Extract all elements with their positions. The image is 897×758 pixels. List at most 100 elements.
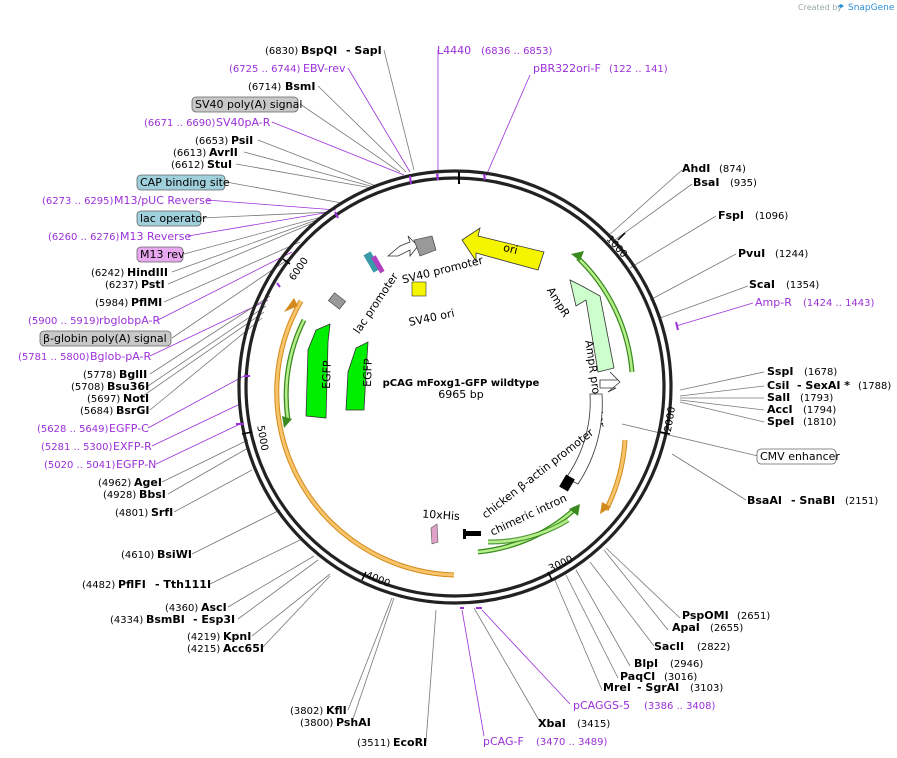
site-bsu36i[interactable]: (5708) Bsu36I (71, 380, 149, 393)
svg-text:(6273 .. 6295): (6273 .. 6295) (42, 196, 114, 207)
svg-text:BbsI: BbsI (139, 488, 166, 501)
site-noti[interactable]: (5697) NotI (87, 392, 149, 405)
site-sali[interactable]: SalI (1793) (767, 391, 833, 404)
primer-pbr322ori-f[interactable]: pBR322ori-F (122 .. 141) (533, 62, 668, 75)
label-connector-lines (139, 49, 765, 743)
svg-text:(3415): (3415) (577, 719, 610, 730)
primer-ebv-rev[interactable]: (6725 .. 6744) EBV-rev (229, 62, 346, 75)
feature-m13-rev[interactable]: M13 rev (136, 246, 185, 263)
site-sacii[interactable]: SacII (2822) (654, 640, 730, 653)
svg-text:(1096): (1096) (755, 211, 788, 222)
site-bsaai[interactable]: BsaAI - SnaBI (2151) (747, 494, 878, 507)
site-bsrgi[interactable]: (5684) BsrGI (80, 404, 149, 417)
svg-text:(4801): (4801) (115, 508, 148, 519)
site-kfli[interactable]: (3802) KflI (290, 704, 347, 717)
site-pshai[interactable]: (3800) PshAI (300, 716, 371, 729)
svg-text:- Tth111I: - Tth111I (155, 578, 211, 591)
site-blpi[interactable]: BlpI (2946) (634, 657, 703, 670)
svg-text:(2822): (2822) (697, 642, 730, 653)
feature-cap-binding-site[interactable]: CAP binding site (136, 174, 230, 191)
site-acci[interactable]: AccI (1794) (767, 403, 836, 416)
egfp-label-2: EGFP (361, 358, 375, 387)
svg-text:XbaI: XbaI (538, 717, 566, 730)
site-pvui[interactable]: PvuI (1244) (738, 247, 808, 260)
svg-text:(5900 .. 5919): (5900 .. 5919) (28, 316, 100, 327)
site-bsmbi[interactable]: (4334) BsmBI - Esp3I (110, 613, 235, 626)
svg-text:pCAGGS-5: pCAGGS-5 (573, 699, 630, 712)
site-sspi[interactable]: SspI (1678) (767, 365, 837, 378)
svg-text:- SnaBI: - SnaBI (791, 494, 835, 507)
svg-text:4000: 4000 (364, 570, 392, 590)
primer-sv40pa-r[interactable]: (6671 .. 6690) SV40pA-R (144, 116, 271, 129)
feature-sv40-polya[interactable]: SV40 poly(A) signal (191, 96, 302, 113)
svg-text:3000: 3000 (547, 554, 575, 575)
site-bbsi[interactable]: (4928) BbsI (103, 488, 166, 501)
site-avrii[interactable]: (6613) AvrII (173, 146, 238, 159)
svg-text:(4610): (4610) (121, 550, 154, 561)
site-bglii[interactable]: (5778) BglII (83, 368, 147, 381)
svg-text:(122 .. 141): (122 .. 141) (609, 64, 668, 75)
site-psii[interactable]: (6653) PsiI (195, 134, 253, 147)
primer-rbglobpa-r[interactable]: (5900 .. 5919) rbglobpA-R (28, 314, 160, 327)
svg-text:2000: 2000 (663, 406, 678, 433)
site-pspomi[interactable]: PspOMI (2651) (682, 609, 770, 622)
egfp-green-arc (282, 318, 307, 428)
svg-text:(1678): (1678) (804, 367, 837, 378)
site-hindiii[interactable]: (6242) HindIII (91, 266, 168, 279)
site-srfi[interactable]: (4801) SrfI (115, 506, 173, 519)
svg-text:- SexAI *: - SexAI * (797, 379, 850, 392)
svg-text:pBR322ori-F: pBR322ori-F (533, 62, 601, 75)
primer-l4440[interactable]: L4440 (6836 .. 6853) (437, 44, 553, 57)
svg-text:PvuI: PvuI (738, 247, 765, 260)
primer-exfp-r[interactable]: (5281 .. 5300) EXFP-R (41, 440, 152, 453)
site-apai[interactable]: ApaI (2655) (672, 621, 743, 634)
feature-lac-operator[interactable]: lac operator (136, 210, 207, 227)
site-ecori[interactable]: (3511) EcoRI (357, 736, 427, 749)
primer-m13-puc-reverse[interactable]: (6273 .. 6295) M13/pUC Reverse (42, 194, 212, 207)
site-mrei[interactable]: MreI - SgrAI (3103) (603, 681, 723, 694)
svg-text:BsmI: BsmI (285, 80, 316, 93)
site-asci[interactable]: (4360) AscI (165, 601, 227, 614)
site-scai[interactable]: ScaI (1354) (749, 278, 819, 291)
site-ahdi[interactable]: AhdI (874) (682, 162, 746, 175)
svg-text:EcoRI: EcoRI (393, 736, 427, 749)
svg-text:(5697): (5697) (87, 394, 120, 405)
lac-promoter-label: lac promoter (351, 270, 401, 336)
site-pflmi[interactable]: (5984) PflMI (95, 296, 162, 309)
site-pflfi[interactable]: (4482) PflFI - Tth111I (82, 578, 211, 591)
site-psti[interactable]: (6237) PstI (105, 278, 165, 291)
primer-egfp-n[interactable]: (5020 .. 5041) EGFP-N (44, 458, 156, 471)
site-fspi[interactable]: FspI (1096) (718, 209, 788, 222)
site-spei[interactable]: SpeI (1810) (767, 415, 836, 428)
primer-m13-reverse[interactable]: (6260 .. 6276) M13 Reverse (48, 230, 191, 243)
primer-pcag-f[interactable]: pCAG-F (3470 .. 3489) (483, 735, 608, 748)
site-kpni[interactable]: (4219) KpnI (187, 630, 251, 643)
svg-text:StuI: StuI (207, 158, 232, 171)
site-agei[interactable]: (4962) AgeI (98, 476, 162, 489)
feature-beta-globin-polya[interactable]: β-globin poly(A) signal (39, 330, 172, 347)
svg-text:CsiI: CsiI (767, 379, 789, 392)
primer-pcaggs-5[interactable]: pCAGGS-5 (3386 .. 3408) (573, 699, 716, 712)
svg-text:SacII: SacII (654, 640, 684, 653)
plasmid-name: pCAG mFoxg1-GFP wildtype (383, 378, 540, 389)
site-xbai[interactable]: XbaI (3415) (538, 717, 610, 730)
site-bsiwi[interactable]: (4610) BsiWI (121, 548, 192, 561)
svg-text:BlpI: BlpI (634, 657, 658, 670)
site-bspqi[interactable]: (6830) BspQI - SapI (265, 44, 382, 57)
site-acc65i[interactable]: (4215) Acc65I (187, 642, 264, 655)
svg-text:pCAG-F: pCAG-F (483, 735, 524, 748)
primer-bglob-pa-r[interactable]: (5781 .. 5800) Bglob-pA-R (18, 350, 152, 363)
primer-amp-r[interactable]: Amp-R (1424 .. 1443) (755, 296, 875, 309)
site-stui[interactable]: (6612) StuI (171, 158, 232, 171)
site-bsmi[interactable]: (6714) BsmI (248, 80, 316, 93)
site-csii[interactable]: CsiI - SexAI * (1788) (767, 379, 891, 392)
svg-text:NotI: NotI (123, 392, 149, 405)
plasmid-length: 6965 bp (438, 388, 483, 401)
svg-text:BsiWI: BsiWI (157, 548, 192, 561)
site-bsai[interactable]: BsaI (935) (693, 176, 757, 189)
feature-cmv-enhancer[interactable]: CMV enhancer (756, 448, 840, 465)
svg-text:(6242): (6242) (91, 268, 124, 279)
primer-egfp-c[interactable]: (5628 .. 5649) EGFP-C (37, 422, 149, 435)
site-paqci[interactable]: PaqCI (3016) (620, 670, 697, 683)
svg-text:(935): (935) (730, 178, 757, 189)
